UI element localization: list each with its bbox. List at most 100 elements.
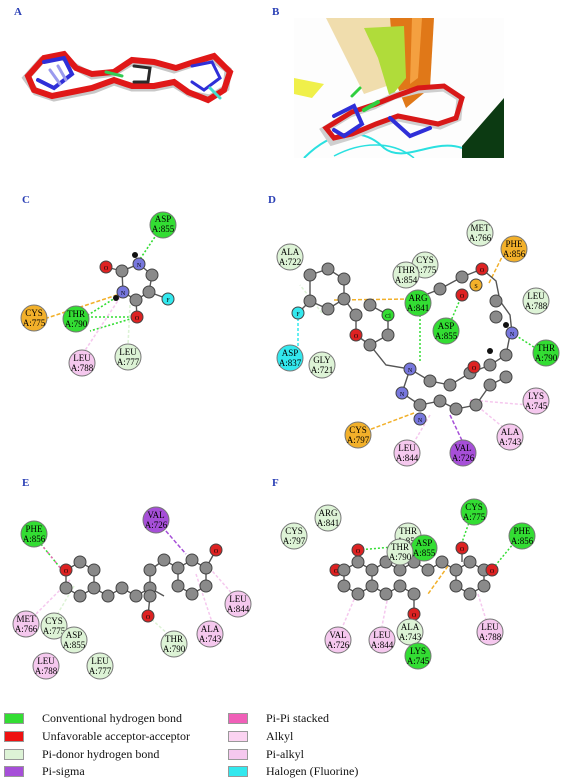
svg-text:A:837: A:837: [279, 358, 302, 368]
panel-label-e: E: [22, 477, 30, 489]
atom-f: [161, 292, 175, 306]
svg-text:LYS: LYS: [528, 391, 544, 401]
panel-label-f: F: [272, 477, 279, 489]
svg-text:F: F: [296, 312, 300, 318]
panel-label-d: D: [268, 194, 276, 206]
atom-o: [130, 310, 144, 324]
svg-text:A:775: A:775: [463, 512, 486, 522]
svg-text:ASP: ASP: [155, 214, 172, 224]
ligand-f-atoms: O O O O O: [329, 541, 499, 621]
svg-text:N: N: [510, 332, 515, 338]
svg-text:LEU: LEU: [91, 656, 109, 666]
svg-text:A:797: A:797: [283, 536, 306, 546]
atom-n: [132, 257, 146, 271]
svg-text:A:841: A:841: [407, 303, 430, 313]
svg-text:CYS: CYS: [25, 308, 43, 318]
legend-label: Conventional hydrogen bond: [42, 710, 182, 725]
legend-label: Alkyl: [266, 728, 294, 743]
atom-n: [395, 386, 409, 400]
legend-swatch: [4, 730, 24, 742]
ligand-c-bonds: [105, 263, 169, 318]
ligand-blue-ring: [36, 55, 75, 91]
legend-label: Pi-Pi stacked: [266, 710, 329, 725]
svg-text:A:726: A:726: [452, 453, 475, 463]
svg-text:A:775: A:775: [43, 626, 66, 636]
svg-text:LEU: LEU: [373, 630, 391, 640]
svg-text:A:745: A:745: [407, 656, 430, 666]
svg-text:Cl: Cl: [385, 314, 391, 320]
svg-text:O: O: [472, 366, 477, 372]
svg-text:O: O: [64, 569, 69, 575]
atom-c: [129, 293, 143, 307]
svg-text:O: O: [356, 549, 361, 555]
ligand-e-atoms: O O O: [59, 543, 223, 623]
svg-text:A:854: A:854: [397, 536, 420, 546]
svg-text:O: O: [460, 294, 465, 300]
svg-text:ASP: ASP: [66, 630, 83, 640]
atom-s: [469, 278, 483, 292]
svg-text:O: O: [460, 547, 465, 553]
svg-text:ALA: ALA: [281, 247, 300, 257]
svg-text:THR: THR: [165, 634, 183, 644]
svg-text:ARG: ARG: [408, 293, 428, 303]
legend-label: Pi-donor hydrogen bond: [42, 746, 160, 761]
legend-label: Unfavorable acceptor-acceptor: [42, 728, 190, 743]
svg-text:ALA: ALA: [201, 624, 220, 634]
svg-text:A:854: A:854: [395, 275, 418, 285]
svg-text:CYS: CYS: [416, 255, 434, 265]
svg-text:A:743: A:743: [499, 437, 522, 447]
svg-text:A:745: A:745: [525, 401, 548, 411]
svg-text:LEU: LEU: [527, 291, 545, 301]
legend-swatch: [228, 765, 248, 777]
legend-swatch: [4, 712, 24, 724]
panel-a-superposition: [21, 50, 234, 104]
svg-text:VAL: VAL: [147, 510, 164, 520]
svg-text:CYS: CYS: [285, 526, 303, 536]
svg-text:A:841: A:841: [317, 518, 340, 528]
atom-f: [291, 306, 305, 320]
atom-o: [99, 260, 113, 274]
svg-text:MET: MET: [17, 614, 37, 624]
legend: Conventional hydrogen bond Unfavorable a…: [0, 705, 567, 778]
svg-text:A:777: A:777: [89, 666, 112, 676]
atom-o: [349, 328, 363, 342]
svg-text:PHE: PHE: [513, 526, 531, 536]
atom-c: [145, 268, 159, 282]
svg-text:THR: THR: [537, 343, 555, 353]
svg-text:ALA: ALA: [401, 622, 420, 632]
svg-text:A:856: A:856: [23, 534, 46, 544]
panel-label-c: C: [22, 194, 30, 206]
svg-text:F: F: [166, 298, 170, 304]
svg-text:N: N: [400, 392, 405, 398]
ligand-red-sticks: [24, 50, 234, 104]
svg-text:LYS: LYS: [410, 646, 426, 656]
svg-text:ASP: ASP: [438, 321, 455, 331]
svg-text:THR: THR: [399, 526, 417, 536]
